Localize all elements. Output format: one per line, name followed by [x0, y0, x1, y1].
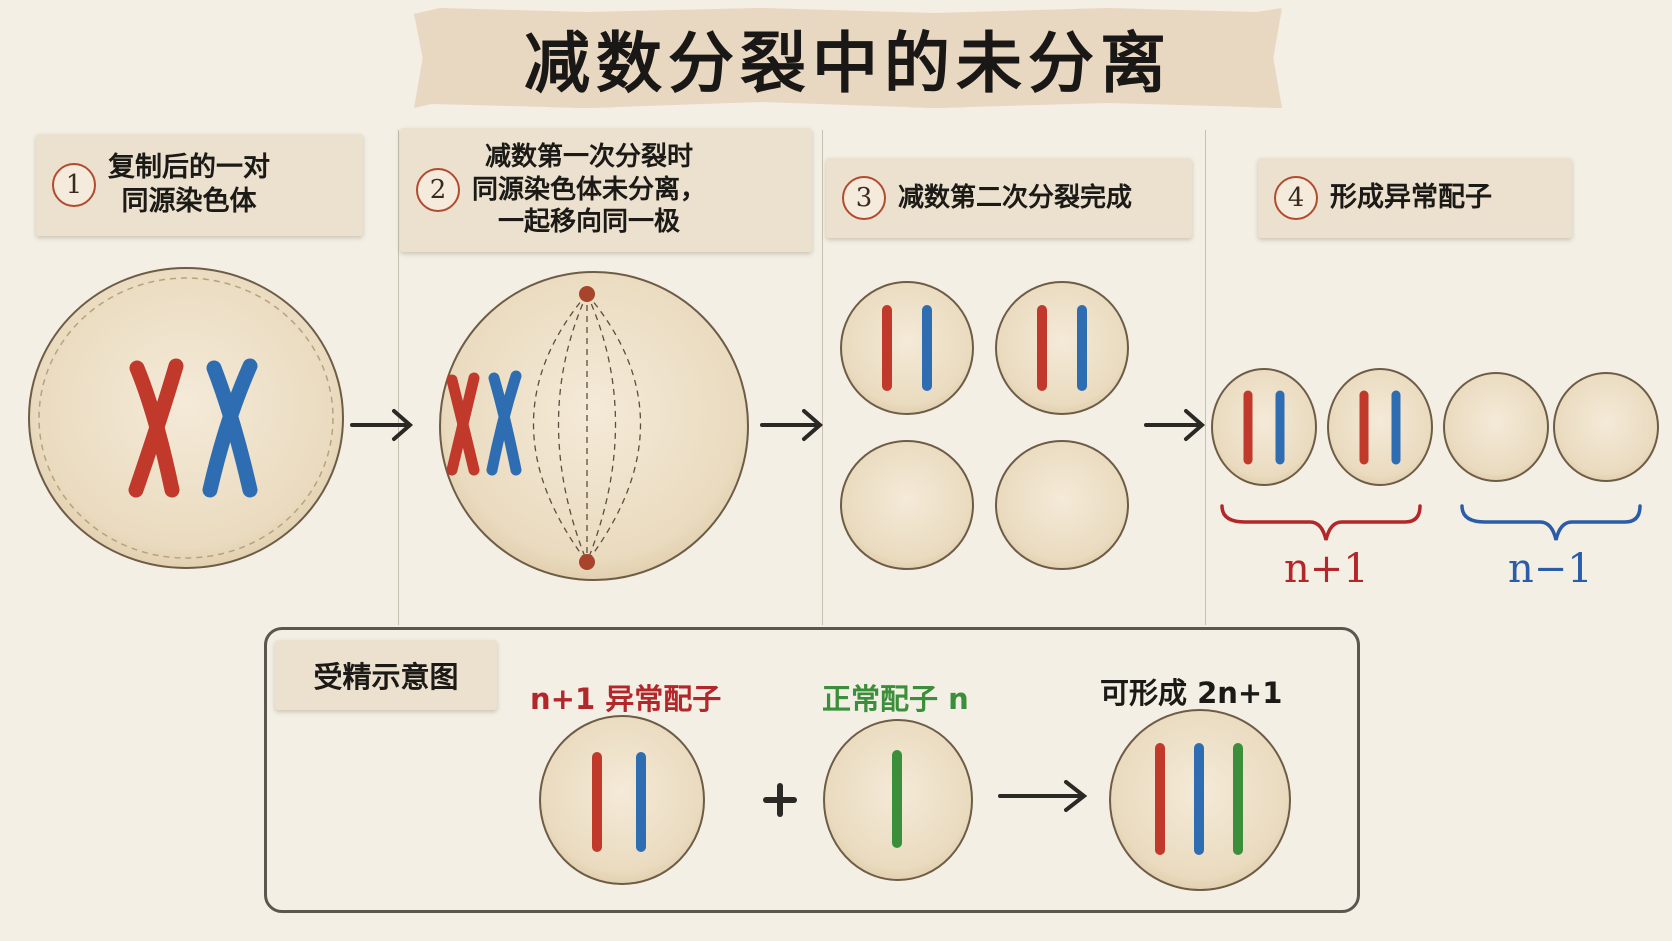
abnormal-gamete-label: n+1 异常配子 [530, 682, 722, 716]
step-1-text: 复制后的一对 同源染色体 [108, 151, 270, 219]
stage-3-cell-bottom-left [840, 440, 974, 570]
step-2-label: 2 减数第一次分裂时 同源染色体未分离， 一起移向同一极 [400, 128, 812, 252]
arrow-icon [350, 409, 414, 441]
step-4-label: 4 形成异常配子 [1258, 158, 1572, 238]
arrow-icon [760, 409, 824, 441]
step-3-label: 3 减数第二次分裂完成 [826, 158, 1192, 238]
step-2-line-2: 同源染色体未分离， [472, 174, 707, 205]
step-number-badge: 3 [842, 176, 886, 220]
column-divider [1205, 130, 1206, 625]
stage-2-cell [439, 271, 749, 581]
column-divider [398, 130, 399, 625]
fert-abnormal-gamete [539, 715, 705, 885]
fertilization-tag: 受精示意图 [275, 640, 497, 710]
stage-1-cell [28, 267, 344, 569]
blue-chromosome-x [202, 358, 258, 498]
n-plus-1-label: n+1 [1284, 546, 1369, 592]
arrow-icon [998, 780, 1088, 812]
step-number-badge: 4 [1274, 176, 1318, 220]
gamete-n-minus-1 [1443, 372, 1549, 482]
fert-normal-gamete [823, 719, 973, 881]
normal-gamete-label: 正常配子 n [822, 682, 969, 716]
page-title: 减数分裂中的未分离 [524, 25, 1172, 102]
brace-n-minus-1 [1460, 504, 1642, 541]
step-number-badge: 2 [416, 168, 460, 212]
gamete-n-plus-1 [1211, 368, 1317, 486]
arrow-icon [1144, 409, 1206, 441]
fertilization-frame [264, 627, 1360, 913]
blue-chromosome-x-small [486, 370, 522, 476]
step-2-text: 减数第一次分裂时 同源染色体未分离， 一起移向同一极 [472, 141, 706, 239]
red-chromosome-x-small [446, 372, 480, 476]
plus-icon [763, 783, 797, 817]
n-minus-1-label: n−1 [1508, 546, 1593, 592]
red-chromosome-x [128, 358, 184, 498]
stage-3-cell-top-right [995, 281, 1129, 415]
fert-zygote-2n-plus-1 [1109, 709, 1291, 891]
step-1-label: 1 复制后的一对 同源染色体 [36, 134, 363, 236]
step-1-line-2: 同源染色体 [121, 186, 257, 217]
title-banner: 减数分裂中的未分离 [414, 8, 1282, 108]
spindle-fibers [532, 293, 642, 563]
step-4-text: 形成异常配子 [1330, 182, 1492, 214]
centrosome-bottom [579, 554, 595, 570]
column-divider [822, 130, 823, 625]
gamete-n-minus-1 [1553, 372, 1659, 482]
gamete-n-plus-1 [1327, 368, 1433, 486]
step-3-text: 减数第二次分裂完成 [898, 182, 1133, 213]
centrosome-top [579, 286, 595, 302]
stage-3-cell-bottom-right [995, 440, 1129, 570]
step-2-line-3: 一起移向同一极 [498, 207, 681, 238]
step-2-line-1: 减数第一次分裂时 [485, 142, 694, 173]
brace-n-plus-1 [1220, 504, 1422, 541]
stage-3-cell-top-left [840, 281, 974, 415]
result-label: 可形成 2n+1 [1100, 676, 1283, 710]
step-1-line-1: 复制后的一对 [108, 152, 270, 184]
step-number-badge: 1 [52, 163, 96, 207]
